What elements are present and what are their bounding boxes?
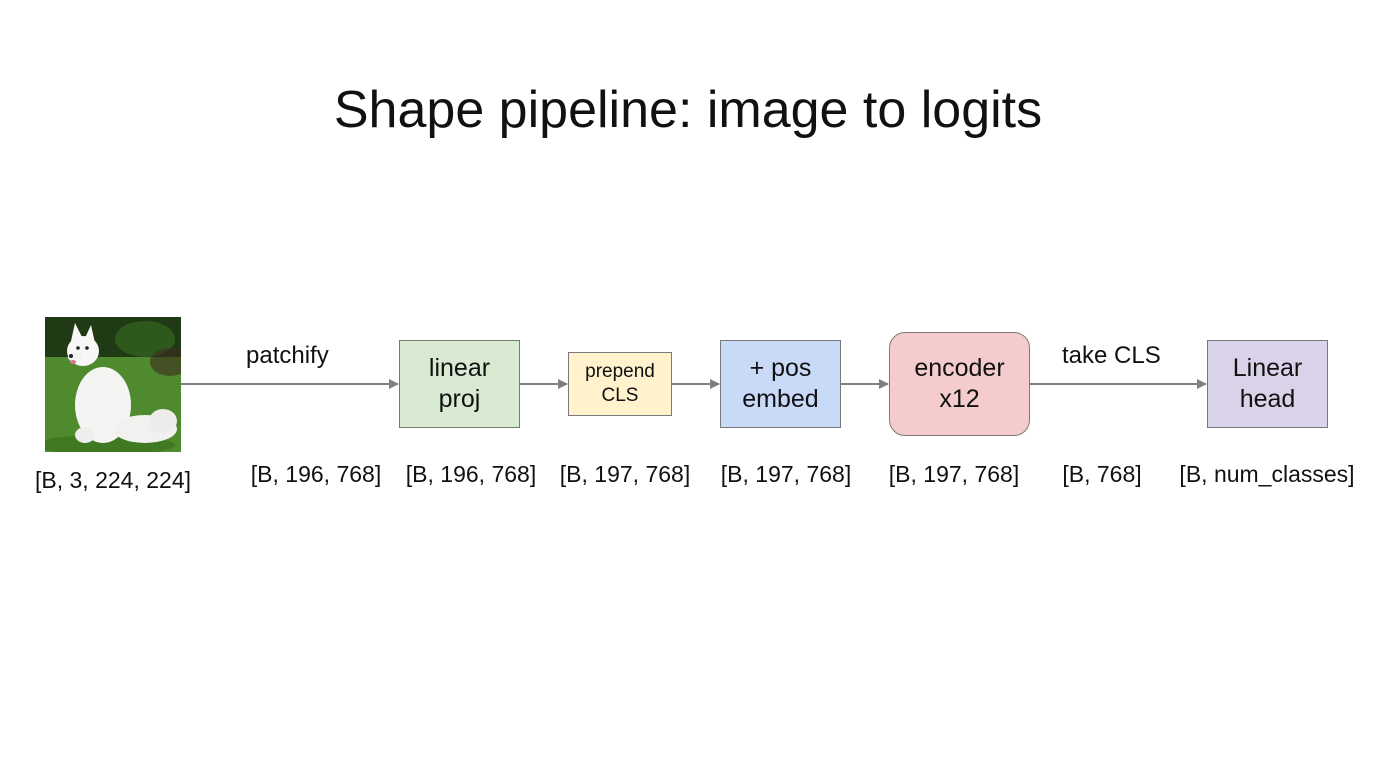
- node-linear-proj-line2: proj: [438, 385, 481, 413]
- shape-pos-embed: [B, 197, 768]: [720, 461, 852, 487]
- node-pos-embed: + pos embed: [720, 340, 841, 428]
- node-linear-proj-line1: linear: [428, 354, 491, 382]
- node-encoder-line1: encoder: [914, 354, 1005, 382]
- page-title: Shape pipeline: image to logits: [333, 81, 1043, 139]
- edge-label-patchify: patchify: [246, 342, 329, 369]
- node-encoder-line2: x12: [939, 385, 980, 413]
- node-linear-head-line2: head: [1239, 385, 1296, 413]
- shape-patchify: [B, 196, 768]: [250, 461, 382, 487]
- shape-linear-head: [B, num_classes]: [1179, 461, 1355, 487]
- shape-prepend-cls: [B, 197, 768]: [559, 461, 691, 487]
- node-linear-head: Linear head: [1207, 340, 1328, 428]
- edge-label-take-cls: take CLS: [1062, 342, 1161, 369]
- node-pos-embed-line2: embed: [742, 385, 819, 413]
- node-linear-head-line1: Linear: [1232, 354, 1303, 382]
- node-encoder: encoder x12: [889, 332, 1030, 436]
- node-linear-proj: linear proj: [399, 340, 520, 428]
- shape-cls: [B, 768]: [1062, 461, 1142, 487]
- node-prepend-cls-line1: prepend: [585, 361, 655, 382]
- node-prepend-cls-line2: CLS: [601, 385, 639, 406]
- node-pos-embed-line1: + pos: [749, 354, 812, 382]
- input-dog-image: [45, 317, 181, 452]
- shape-encoder: [B, 197, 768]: [888, 461, 1020, 487]
- shape-input: [B, 3, 224, 224]: [34, 467, 192, 493]
- node-prepend-cls: prepend CLS: [568, 352, 672, 416]
- shape-linear-proj: [B, 196, 768]: [405, 461, 537, 487]
